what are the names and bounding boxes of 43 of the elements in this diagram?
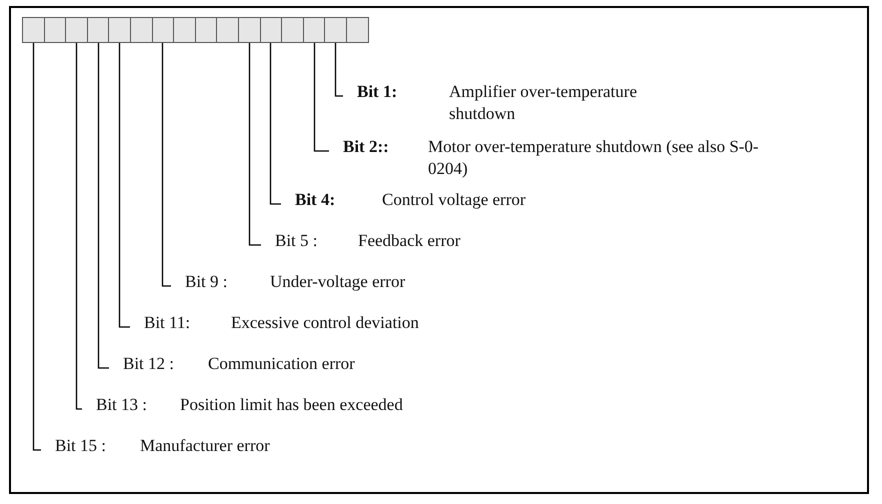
bit-number: Bit 15 : <box>55 435 106 457</box>
bit-description: Position limit has been exceeded <box>180 394 403 416</box>
bit-cell <box>44 17 66 43</box>
bit-number: Bit 11: <box>144 312 190 334</box>
leader-line <box>118 43 130 328</box>
leader-line <box>334 43 343 97</box>
bit-cell <box>65 17 88 43</box>
bit-description: Excessive control deviation <box>231 312 419 334</box>
bit-cell <box>216 17 239 43</box>
bit-description: Control voltage error <box>382 189 526 211</box>
bit-description: Manufacturer error <box>140 435 270 457</box>
leader-line <box>76 43 82 410</box>
bit-description: Amplifier over-temperature shutdown <box>449 81 638 125</box>
bit-description: Motor over-temperature shutdown (see also S-0-0204) <box>428 136 760 180</box>
bit-cell <box>238 17 261 43</box>
bit-description: Feedback error <box>358 230 460 252</box>
bit-number: Bit 13 : <box>96 394 148 416</box>
bit-number: Bit 9 : <box>185 271 228 293</box>
bit-cell <box>152 17 174 43</box>
bit-number: Bit 2:: <box>343 136 389 158</box>
bit-description: Communication error <box>208 353 355 375</box>
bit-cell <box>108 17 131 43</box>
bit-number: Bit 12 : <box>123 353 174 375</box>
leader-line <box>248 43 261 246</box>
bit-description: Under-voltage error <box>270 271 406 293</box>
leader-line <box>32 43 41 451</box>
bit-cell <box>173 17 196 43</box>
bit-cell <box>260 17 282 43</box>
bit-cell <box>302 17 326 43</box>
bit-cell <box>194 17 218 43</box>
bit-cell <box>22 17 45 43</box>
bit-number: Bit 1: <box>357 81 398 103</box>
bit-cell <box>130 17 153 43</box>
bit-number: Bit 5 : <box>275 230 318 252</box>
leader-line <box>270 43 281 205</box>
leader-line <box>314 43 329 152</box>
bit-number: Bit 4: <box>295 189 336 211</box>
bit-cell <box>281 17 304 43</box>
leader-line <box>98 43 109 369</box>
bit-cell <box>86 17 110 43</box>
bit-cell <box>346 17 369 43</box>
leader-line <box>162 43 171 287</box>
bit-cell <box>324 17 347 43</box>
